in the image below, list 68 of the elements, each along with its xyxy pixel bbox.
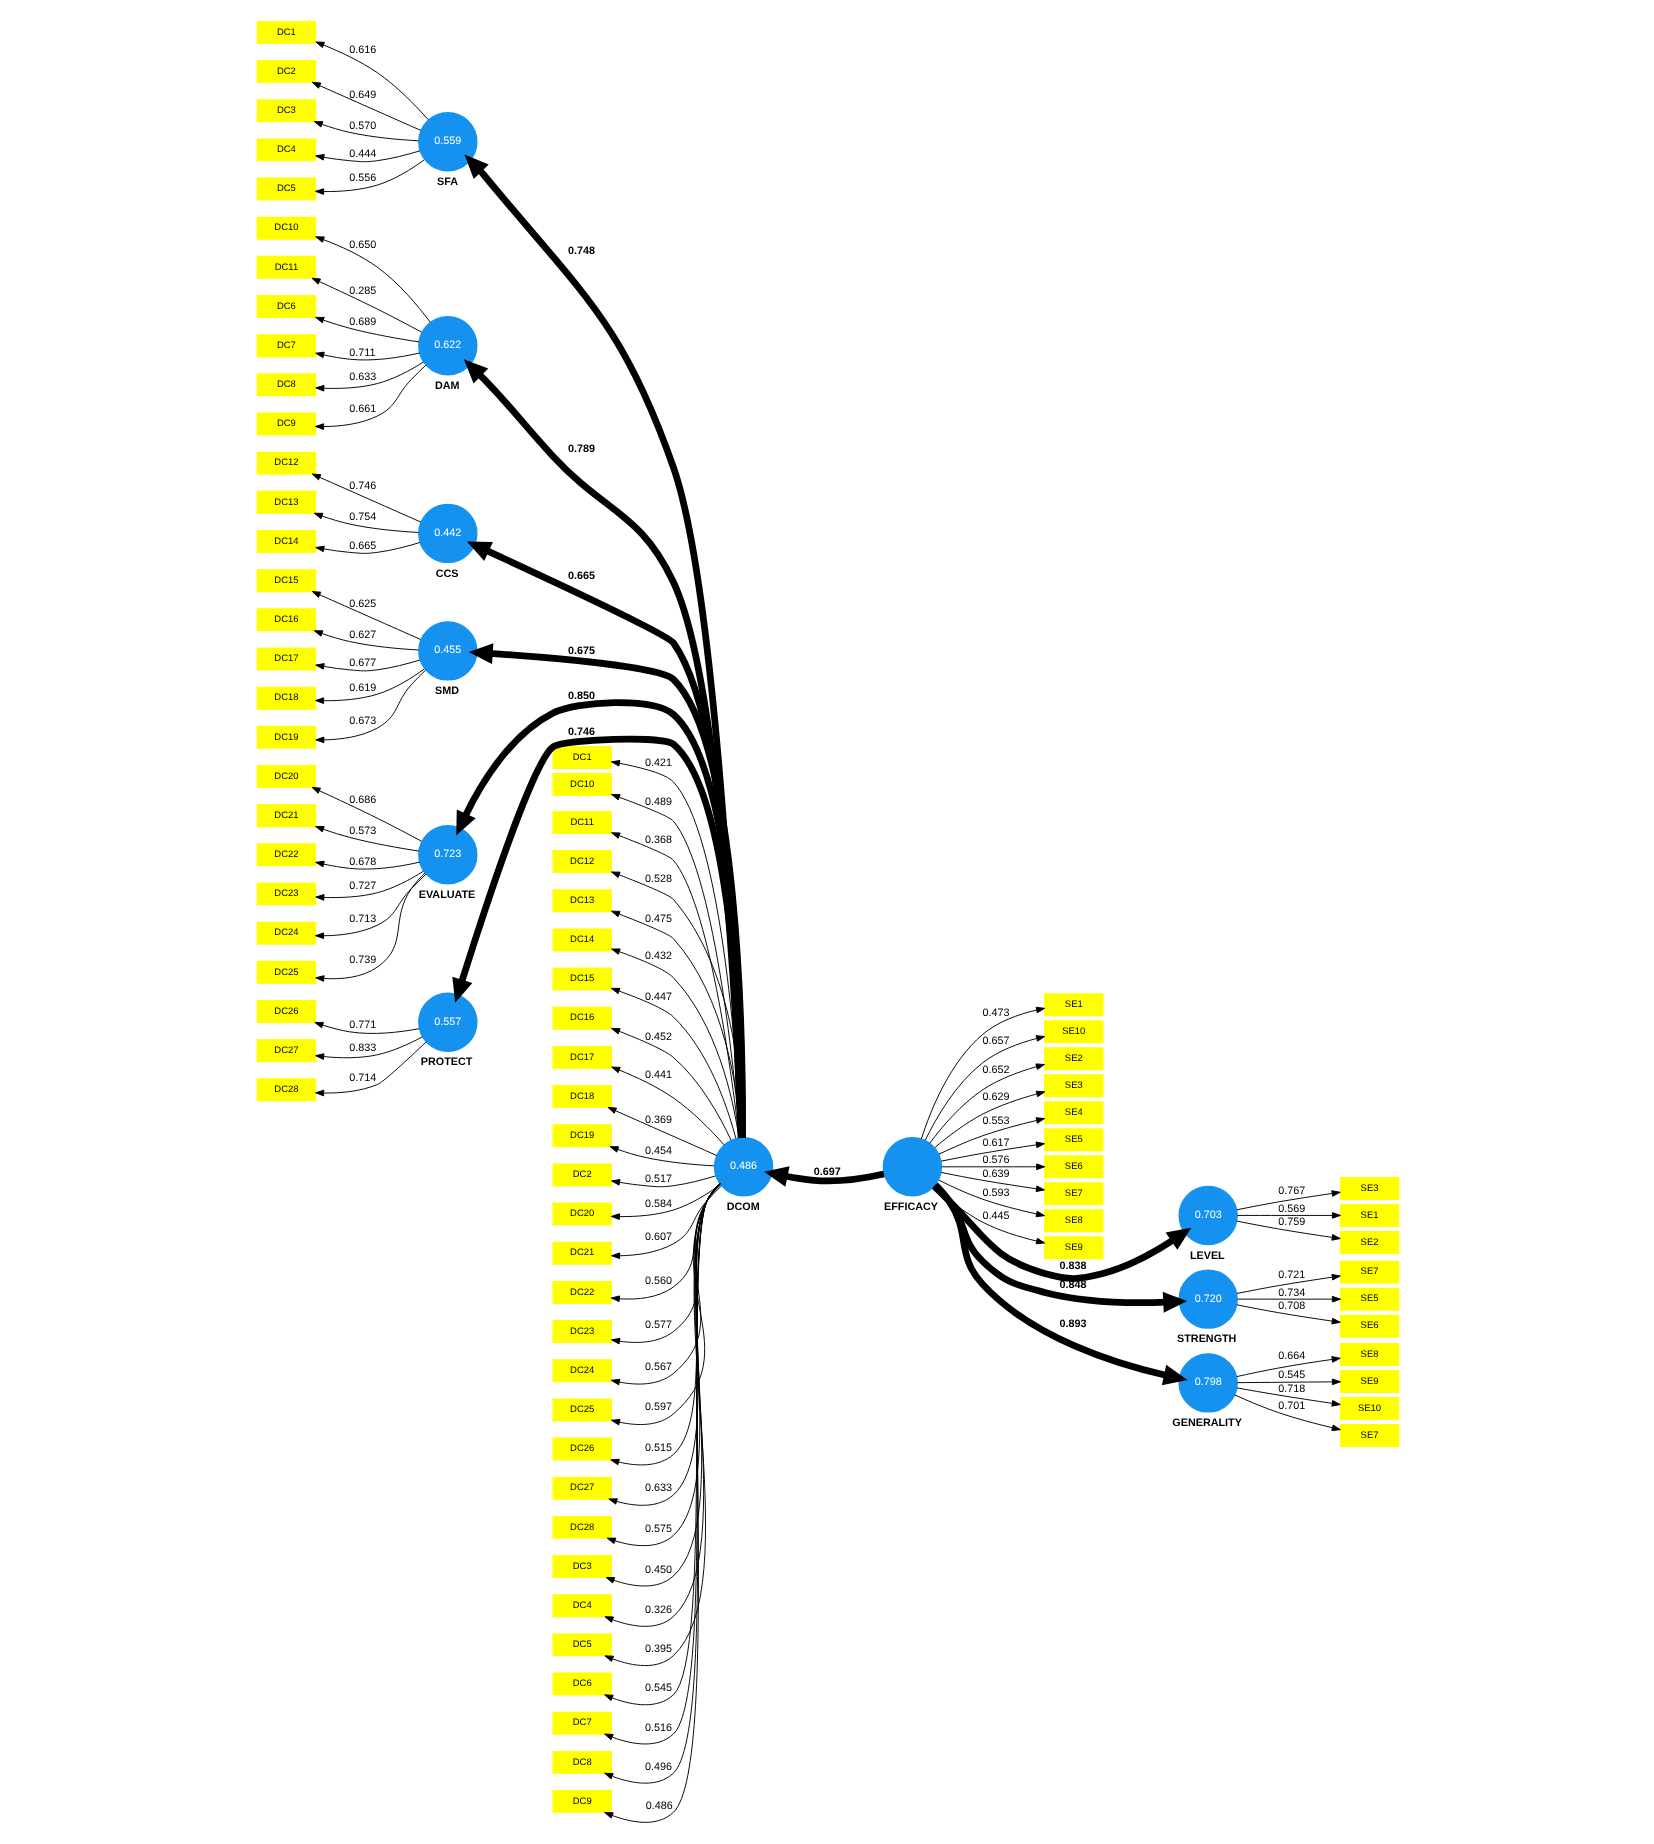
arrow	[610, 1183, 720, 1345]
arrow	[314, 150, 420, 163]
arrow	[1236, 1295, 1340, 1303]
arrow	[314, 41, 428, 121]
arrow	[610, 1185, 721, 1260]
arrow	[310, 277, 422, 333]
arrow	[314, 361, 423, 392]
arrow	[314, 351, 420, 361]
arrow	[1235, 1356, 1340, 1378]
arrow	[1235, 1387, 1340, 1407]
arrow	[610, 871, 743, 1139]
node-circle	[881, 1137, 942, 1197]
arrow	[609, 987, 736, 1139]
arrow	[314, 873, 426, 940]
arrow	[314, 364, 426, 430]
arrow	[462, 359, 744, 1138]
arrow	[937, 1179, 1044, 1218]
arrow	[931, 1183, 1187, 1313]
arrow	[928, 1063, 1044, 1144]
arrow	[312, 512, 418, 533]
arrow	[930, 1183, 1191, 1282]
arrow	[1233, 1394, 1340, 1432]
arrow	[314, 159, 424, 195]
arrow	[312, 630, 418, 651]
arrow	[1235, 1304, 1340, 1325]
arrow	[314, 236, 430, 323]
arrow	[610, 1066, 724, 1146]
arrow	[609, 1183, 720, 1386]
arrow	[939, 1141, 1044, 1162]
arrow	[310, 81, 421, 131]
arrow	[313, 1021, 419, 1034]
arrow	[310, 786, 422, 842]
arrow	[610, 910, 741, 1139]
arrow	[608, 1146, 714, 1167]
arrow	[763, 1166, 884, 1187]
arrow	[919, 1006, 1045, 1140]
arrow	[465, 541, 745, 1138]
arrow	[1235, 1273, 1340, 1294]
arrow	[1235, 1220, 1340, 1241]
arrow	[314, 669, 426, 744]
arrow	[314, 668, 424, 705]
arrow	[923, 1035, 1045, 1142]
arrow	[314, 860, 420, 870]
arrow	[939, 1172, 1044, 1193]
arrow	[933, 1090, 1045, 1149]
arrow	[314, 870, 423, 901]
arrow	[1236, 1378, 1340, 1386]
arrow	[312, 121, 418, 142]
arrow	[314, 659, 420, 672]
arrow	[610, 948, 739, 1139]
arrow	[1235, 1190, 1340, 1211]
arrow	[310, 591, 421, 640]
arrow	[314, 872, 425, 982]
arrow	[609, 1184, 721, 1303]
arrow	[931, 1182, 1187, 1386]
arrow	[610, 1175, 716, 1188]
arrow	[1236, 1212, 1340, 1219]
arrow	[310, 473, 421, 523]
arrow	[314, 316, 419, 343]
arrow	[314, 1036, 422, 1060]
arrow	[610, 1027, 731, 1141]
arrow	[606, 1106, 716, 1156]
arrow	[940, 1163, 1045, 1171]
arrow	[314, 1041, 426, 1097]
arrow	[314, 542, 420, 554]
arrow	[463, 154, 744, 1138]
arrow	[314, 826, 419, 852]
arrow	[937, 1117, 1045, 1155]
